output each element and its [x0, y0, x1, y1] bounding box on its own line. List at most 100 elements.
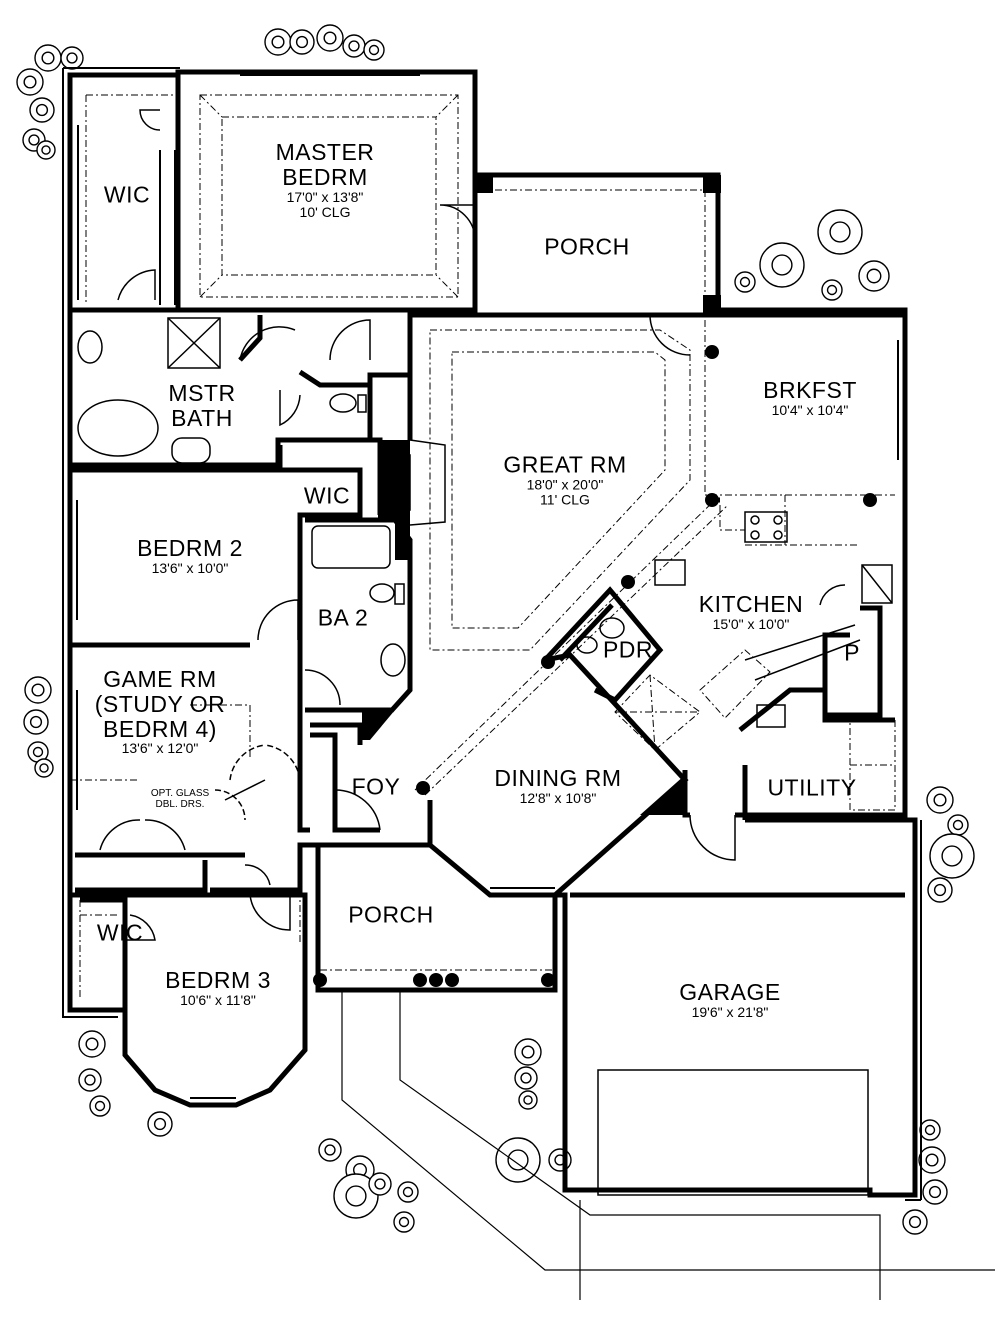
shrub-center — [66, 52, 78, 64]
room-name: DINING RM — [494, 765, 622, 792]
room-name: FOY — [351, 773, 401, 800]
column — [863, 493, 877, 507]
ceiling-lines — [70, 94, 896, 1000]
room-porch-front: PORCH — [348, 901, 434, 928]
shrub-center — [933, 883, 947, 897]
room-wic-bed3: WIC — [96, 919, 144, 946]
shrub-center — [952, 819, 964, 831]
solid-masses — [362, 175, 721, 815]
column — [541, 655, 555, 669]
room-name: PORCH — [348, 901, 434, 928]
room-pantry: P — [844, 639, 860, 666]
shrub-center — [739, 276, 751, 288]
room-dining-room: DINING RM 12'8" x 10'8" — [494, 766, 621, 806]
windows — [69, 74, 906, 1099]
room-name: PORCH — [544, 233, 630, 260]
room-dimensions: 19'6" x 21'8" — [691, 1003, 769, 1020]
shrub-center — [271, 35, 285, 49]
shrub-center — [41, 51, 55, 65]
shrub-center — [521, 1045, 535, 1059]
room-wic-master: WIC — [103, 181, 151, 208]
walls — [62, 67, 922, 1201]
shrub-center — [94, 1100, 106, 1112]
shrub-center — [32, 746, 44, 758]
shrub-center — [928, 1185, 942, 1199]
shrub-center — [398, 1216, 410, 1228]
room-bedroom-2: BEDRM 2 13'6" x 10'0" — [137, 536, 243, 576]
room-name: WIC — [103, 181, 151, 208]
column — [445, 973, 459, 987]
room-name: KITCHEN — [698, 591, 804, 618]
shrub-center — [908, 1215, 922, 1229]
room-wic-hall: WIC — [304, 483, 350, 509]
room-name: GARAGE — [679, 979, 781, 1006]
shrub-center — [28, 134, 40, 146]
shrub-center — [324, 1144, 336, 1156]
column — [621, 575, 635, 589]
shrub-center — [39, 763, 49, 773]
column — [541, 973, 555, 987]
shrub-center — [29, 715, 43, 729]
column — [705, 493, 719, 507]
room-porch-rear: PORCH — [544, 233, 630, 260]
room-dimensions: 17'0" x 13'8"10' CLG — [286, 188, 364, 220]
room-utility: UTILITY — [767, 774, 857, 801]
shrub-center — [323, 31, 337, 45]
room-name: P — [844, 639, 860, 666]
room-name: BRKFST — [763, 377, 857, 404]
room-bath-2: BA 2 — [317, 604, 369, 631]
room-powder: PDR — [603, 637, 653, 663]
room-dimensions: 10'6" x 11'8" — [180, 991, 256, 1008]
room-dimensions: 13'6" x 12'0" — [121, 740, 199, 757]
shrub-center — [925, 1153, 939, 1167]
shrub-center — [31, 683, 45, 697]
shrub-center — [153, 1117, 167, 1131]
room-name: UTILITY — [767, 774, 857, 801]
room-name: GREAT RM — [503, 451, 627, 478]
shrub-center — [523, 1095, 533, 1105]
shrub-center — [84, 1074, 96, 1086]
room-great-room: GREAT RM 18'0" x 20'0"11' CLG — [503, 452, 626, 507]
room-foyer: FOY — [351, 773, 401, 800]
shrub-center — [507, 1149, 529, 1171]
shrub-center — [295, 35, 309, 49]
shrub-center — [374, 1178, 386, 1190]
room-name: WIC — [96, 919, 144, 946]
doors — [99, 109, 846, 941]
column — [313, 973, 327, 987]
walkway — [341, 990, 995, 1300]
room-bedroom-3: BEDRM 3 10'6" x 11'8" — [165, 968, 271, 1008]
room-garage: GARAGE 19'6" x 21'8" — [679, 980, 780, 1020]
column — [429, 973, 443, 987]
shrub-center — [866, 268, 882, 284]
shrub-center — [771, 254, 793, 276]
room-dimensions: 18'0" x 20'0"11' CLG — [526, 476, 604, 508]
column — [705, 345, 719, 359]
room-dimensions: 10'4" x 10'4" — [771, 401, 849, 418]
room-dimensions: 15'0" x 10'0" — [712, 615, 790, 632]
room-kitchen: KITCHEN 15'0" x 10'0" — [699, 592, 803, 632]
shrub-center — [402, 1186, 414, 1198]
shrub-center — [941, 845, 963, 867]
room-breakfast: BRKFST 10'4" x 10'4" — [763, 378, 857, 418]
column — [413, 973, 427, 987]
shrub-center — [826, 284, 838, 296]
shrub-center — [924, 1124, 936, 1136]
columns — [313, 345, 877, 987]
shrub-center — [829, 221, 851, 243]
room-name: BA 2 — [317, 604, 369, 631]
shrub-center — [41, 145, 51, 155]
shrub-center — [345, 1185, 367, 1207]
shrub-center — [520, 1072, 532, 1084]
shrub-center — [368, 44, 380, 56]
room-name: BEDRM 3 — [165, 967, 271, 994]
shrub-center — [23, 75, 37, 89]
